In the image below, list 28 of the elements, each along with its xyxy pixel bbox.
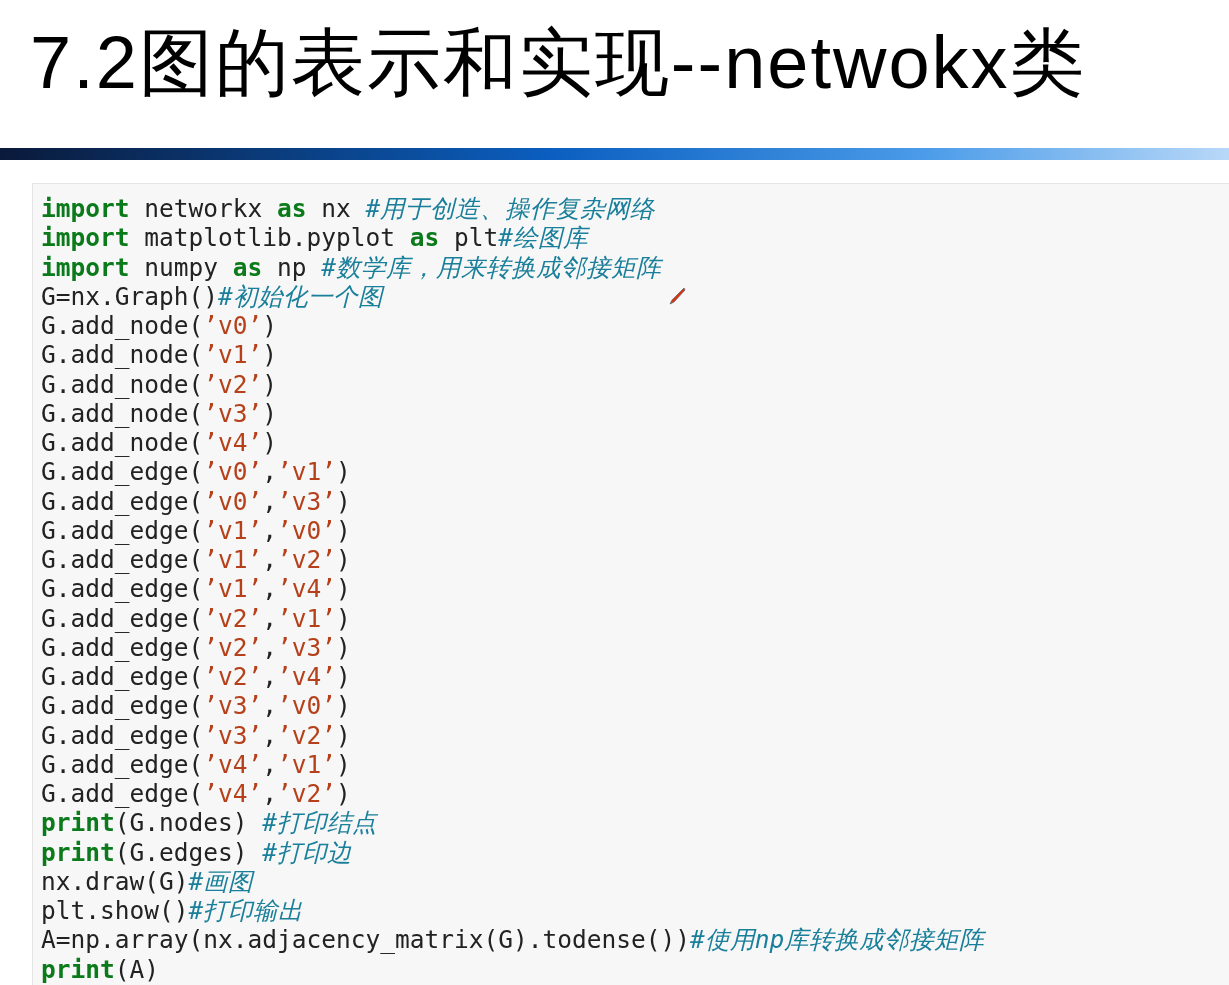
code-line: G.add_edge(’v0’,’v3’) (41, 486, 351, 516)
code-line: G.add_edge(’v1’,’v2’) (41, 545, 351, 574)
code-line: import networkx as nx #用于创造、操作复杂网络 (41, 194, 656, 223)
code-line: print(G.edges) #打印边 (41, 837, 353, 867)
code-line: G.add_edge(’v2’,’v1’) (41, 603, 351, 633)
code-line: G.add_node(’v2’) (41, 369, 278, 399)
code-line: import numpy as np #数学库，用来转换成邻接矩阵 (41, 252, 662, 282)
code-line: print(G.nodes) #打印结点 (41, 808, 378, 838)
code-line: G.add_edge(’v0’,’v1’) (41, 457, 351, 487)
code-line: G.add_node(’v1’) (41, 340, 278, 370)
code-line: G.add_edge(’v2’,’v4’) (41, 662, 351, 691)
code-line: G.add_edge(’v3’,’v2’) (41, 720, 351, 750)
code-line: G.add_edge(’v2’,’v3’) (41, 632, 351, 662)
code-line: nx.draw(G)#画图 (41, 866, 254, 896)
code-line: G.add_edge(’v1’,’v0’) (41, 515, 351, 545)
code-line: plt.show()#打印输出 (41, 896, 304, 925)
code-line: G.add_edge(’v3’,’v0’) (41, 691, 351, 721)
code-line: G.add_node(’v3’) (41, 398, 278, 428)
title: 7.2图的表示和实现--netwokx类 (30, 20, 1086, 106)
code-line: G.add_edge(’v4’,’v2’) (41, 779, 351, 808)
code-line: G=nx.Graph()#初始化一个图 (41, 281, 383, 311)
code-line: import matplotlib.pyplot as plt#绘图库 (41, 223, 589, 253)
code-line: A=np.array(nx.adjacency_matrix(G).todense())#使用np库转换成邻接矩阵 (41, 925, 985, 955)
code-line: G.add_node(’v0’) (41, 311, 278, 340)
code-line: G.add_edge(’v1’,’v4’) (41, 574, 351, 604)
code-line: print(A) (41, 954, 160, 984)
code-line: G.add_node(’v4’) (41, 428, 278, 457)
code-line: G.add_edge(’v4’,’v1’) (41, 749, 351, 779)
